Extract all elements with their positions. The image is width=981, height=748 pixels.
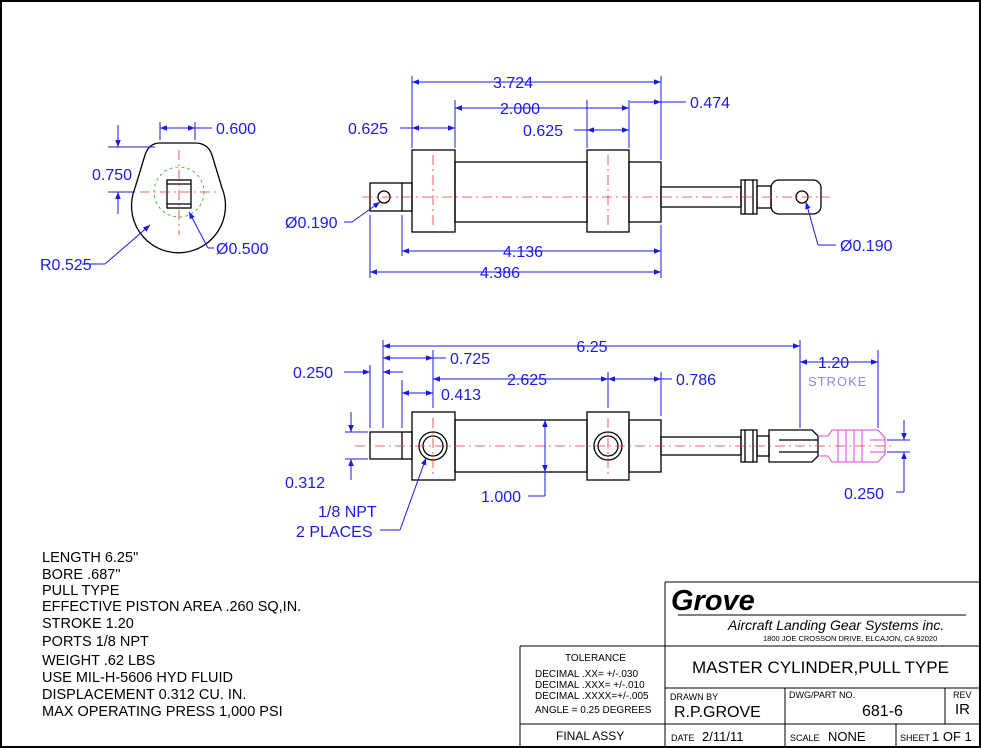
dim-625: 6.25 (576, 339, 607, 356)
spec-item: PULL TYPE (42, 583, 120, 599)
dim-r0525: R0.525 (40, 257, 92, 274)
dim-d0500: Ø0.500 (216, 241, 269, 258)
dim-0625-right: 0.625 (523, 123, 563, 140)
spec-item: BORE .687" (42, 567, 121, 583)
tolerance-line: DECIMAL .XXXX=+/-.005 (535, 691, 649, 702)
dim-4386: 4.386 (480, 265, 520, 282)
drawn-by-value: R.P.GROVE (674, 704, 761, 721)
dim-d0190-right: Ø0.190 (840, 238, 893, 255)
dim-0725: 0.725 (450, 351, 490, 368)
scale-value: NONE (828, 729, 866, 744)
dim-2625: 2.625 (507, 372, 547, 389)
spec-item: USE MIL-H-5606 HYD FLUID (42, 670, 233, 686)
dwg-no-value: 681-6 (862, 703, 903, 720)
dim-0250-right: 0.250 (844, 486, 884, 503)
spec-item: LENGTH 6.25" (42, 550, 138, 566)
dim-2000: 2.000 (500, 101, 540, 118)
company-name: Aircraft Landing Gear Systems inc. (727, 617, 944, 633)
rev-value: IR (955, 701, 970, 718)
tolerance-line: ANGLE = 0.25 DEGREES (535, 705, 652, 716)
dim-0250-top: 0.250 (293, 365, 333, 382)
top-view: 3.724 2.000 0.625 0.625 0.474 Ø0.190 Ø0.… (285, 75, 893, 282)
dim-d0190-left: Ø0.190 (285, 215, 338, 232)
dim-4136: 4.136 (503, 244, 543, 261)
tolerance-line: DECIMAL .XXX= +/-.010 (535, 680, 645, 691)
stroke-label: STROKE (808, 374, 867, 389)
dim-120: 1.20 (818, 355, 849, 372)
dim-1000: 1.000 (481, 489, 521, 506)
specifications-list: LENGTH 6.25" BORE .687" PULL TYPE EFFECT… (42, 550, 301, 720)
spec-item: STROKE 1.20 (42, 616, 134, 632)
npt-label: 1/8 NPT (318, 504, 377, 521)
dim-0625-left: 0.625 (348, 121, 388, 138)
dim-0413: 0.413 (441, 387, 481, 404)
dim-0600: 0.600 (216, 121, 256, 138)
final-assy-label: FINAL ASSY (556, 729, 624, 743)
dim-0750: 0.750 (92, 167, 132, 184)
dim-3724: 3.724 (493, 75, 533, 92)
tolerance-line: DECIMAL .XX= +/-.030 (535, 669, 638, 680)
scale-label: SCALE (790, 733, 820, 743)
spec-item: DISPLACEMENT 0.312 CU. IN. (42, 687, 246, 703)
spec-item: WEIGHT .62 LBS (42, 653, 155, 669)
npt-places-label: 2 PLACES (296, 524, 372, 541)
end-view: 0.600 0.750 R0.525 Ø0.500 (40, 121, 269, 274)
spec-item: PORTS 1/8 NPT (42, 634, 149, 650)
tolerance-label: TOLERANCE (565, 653, 626, 664)
sheet-label: SHEET (900, 733, 931, 743)
drawn-by-label: DRAWN BY (670, 692, 718, 702)
spec-item: MAX OPERATING PRESS 1,000 PSI (42, 704, 283, 720)
date-label: DATE (671, 733, 694, 743)
dim-0312: 0.312 (285, 475, 325, 492)
title-block (519, 581, 979, 747)
side-view: 6.25 0.725 0.250 2.625 0.786 0.413 1.20 … (285, 339, 910, 541)
dim-0786: 0.786 (676, 372, 716, 389)
drawing-title: MASTER CYLINDER,PULL TYPE (692, 658, 949, 677)
spec-item: EFFECTIVE PISTON AREA .260 SQ,IN. (42, 599, 301, 615)
company-logo: Grove (671, 585, 755, 617)
company-address: 1800 JOE CROSSON DRIVE, ELCAJON, CA 9202… (763, 634, 937, 643)
dwg-no-label: DWG/PART NO. (789, 690, 855, 700)
sheet-value: 1 OF 1 (932, 729, 972, 744)
date-value: 2/11/11 (702, 729, 743, 744)
rev-label: REV (953, 690, 972, 700)
dim-0474: 0.474 (690, 95, 730, 112)
